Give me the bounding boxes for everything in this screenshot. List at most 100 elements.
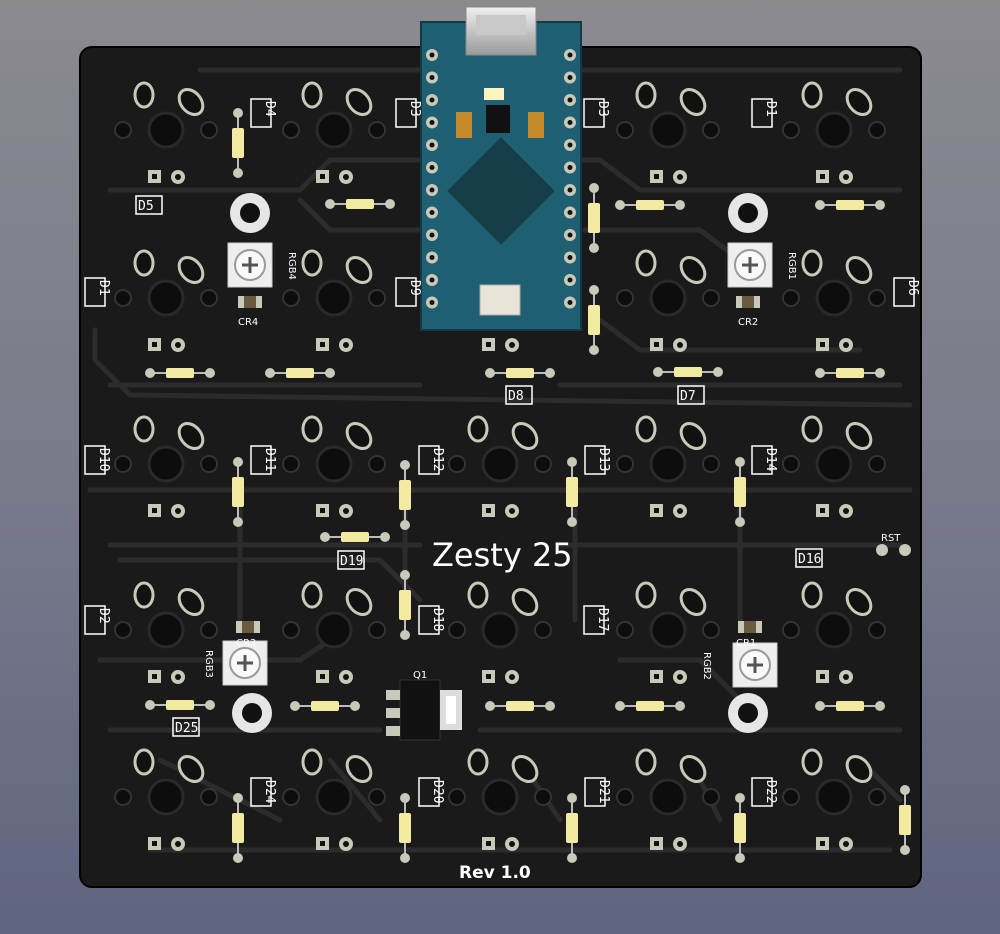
pad-hole xyxy=(654,674,659,679)
diode-label-text: D8 xyxy=(508,389,524,404)
diode-vertical xyxy=(232,457,244,527)
pad-hole xyxy=(677,674,683,680)
diode-label-text: D14 xyxy=(763,448,778,472)
switch-side-hole xyxy=(782,621,800,639)
pad xyxy=(380,532,390,542)
diode-body xyxy=(636,200,664,210)
trace xyxy=(297,197,423,233)
smd-capacitor xyxy=(236,621,260,633)
pad xyxy=(735,517,745,527)
regulator-chip xyxy=(486,105,510,133)
pad xyxy=(400,630,410,640)
switch-pin-pad xyxy=(635,81,657,109)
pad xyxy=(350,701,360,711)
diode-horizontal xyxy=(290,701,360,711)
pad xyxy=(233,853,243,863)
diode-label-text: D13 xyxy=(596,448,611,471)
switch-center-hole xyxy=(315,445,353,483)
key-switch xyxy=(782,249,886,352)
switch-pin-pad xyxy=(679,255,707,285)
diode-horizontal xyxy=(485,701,555,711)
switch-pin-pad xyxy=(345,421,373,451)
switch-center-hole xyxy=(649,445,687,483)
key-switch xyxy=(448,748,552,851)
switch-side-hole xyxy=(868,121,886,139)
key-switch xyxy=(616,249,720,352)
pad-hole xyxy=(677,508,683,514)
switch-center-hole xyxy=(315,111,353,149)
switch-side-hole xyxy=(782,455,800,473)
pad xyxy=(615,200,625,210)
switch-side-hole xyxy=(702,621,720,639)
switch-center-hole xyxy=(147,778,185,816)
diode-label: D21 xyxy=(584,777,611,807)
pad xyxy=(875,701,885,711)
diode-vertical xyxy=(566,457,578,527)
pad-hole xyxy=(509,674,515,680)
switch-center-hole xyxy=(649,279,687,317)
pad xyxy=(400,520,410,530)
trace xyxy=(582,227,743,263)
key-switch xyxy=(616,581,720,684)
diode-body xyxy=(232,128,244,158)
pad xyxy=(735,853,745,863)
switch-center-hole xyxy=(815,111,853,149)
switch-side-hole xyxy=(282,788,300,806)
diode-vertical xyxy=(566,793,578,863)
diode-horizontal xyxy=(615,200,685,210)
diode-label-text: D1 xyxy=(96,280,111,296)
cr3-label: CR3 xyxy=(236,638,256,649)
pad xyxy=(589,345,599,355)
trace xyxy=(327,757,383,823)
diode-horizontal xyxy=(145,368,215,378)
diode-body xyxy=(166,700,194,710)
tantalum-cap xyxy=(456,112,472,138)
pad-hole xyxy=(152,174,157,179)
switch-side-hole xyxy=(200,289,218,307)
pad-hole xyxy=(486,674,491,679)
pad-hole xyxy=(654,841,659,846)
diode-label-text: D6 xyxy=(905,280,920,296)
switch-side-hole xyxy=(282,455,300,473)
switch-pin-pad xyxy=(845,587,873,617)
cr2-label: CR2 xyxy=(738,317,758,328)
pad-hole xyxy=(677,841,683,847)
switch-side-hole xyxy=(616,289,634,307)
diode-vertical xyxy=(232,108,244,178)
diode-label: D8 xyxy=(505,385,533,405)
trace xyxy=(92,327,913,408)
pad-hole xyxy=(343,342,349,348)
pad-hole xyxy=(175,508,181,514)
pad-hole xyxy=(820,174,825,179)
switch-side-hole xyxy=(448,455,466,473)
rgb2-label: RGB2 xyxy=(701,652,712,680)
switch-pin-pad xyxy=(801,81,823,109)
diode-label-text: D5 xyxy=(138,199,154,214)
key-switch xyxy=(616,748,720,851)
diode-body xyxy=(674,367,702,377)
switch-side-hole xyxy=(368,621,386,639)
switch-pin-pad xyxy=(845,87,873,117)
switch-pin-pad xyxy=(511,421,539,451)
pad xyxy=(735,457,745,467)
board-revision: Rev 1.0 xyxy=(459,863,531,883)
diode-body xyxy=(588,203,600,233)
pad-hole xyxy=(320,508,325,513)
diode-label-text: D18 xyxy=(430,608,445,631)
diode-label-text: D1 xyxy=(763,101,778,117)
switch-center-hole xyxy=(147,611,185,649)
switch-center-hole xyxy=(481,611,519,649)
rgb1-label: RGB1 xyxy=(786,252,797,280)
pad-hole xyxy=(820,674,825,679)
trace xyxy=(97,637,333,663)
pad xyxy=(815,368,825,378)
key-switch xyxy=(114,581,218,684)
pad-hole xyxy=(343,674,349,680)
diode-label: D16 xyxy=(795,548,823,568)
diode-body xyxy=(836,368,864,378)
mounting-hole xyxy=(232,693,272,733)
key-switch xyxy=(782,581,886,684)
switch-pin-pad xyxy=(467,415,489,443)
